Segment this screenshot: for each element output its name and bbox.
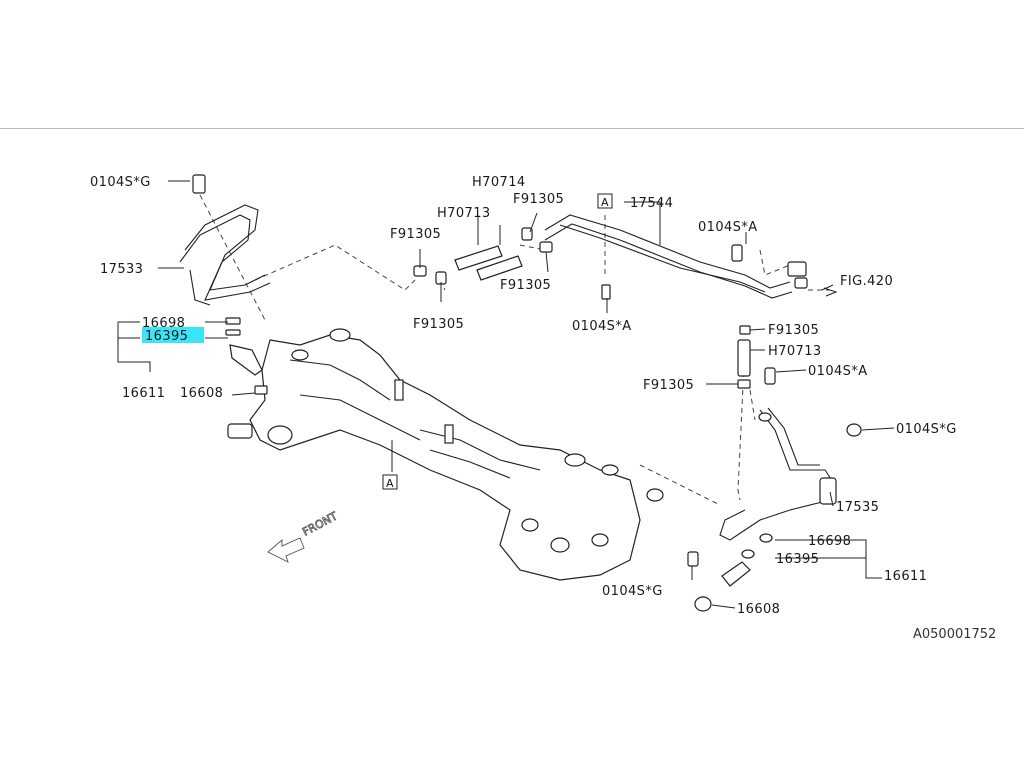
callout-h70713-right[interactable]: H70713 — [768, 344, 822, 359]
diagram-code: A050001752 — [913, 627, 996, 642]
ref-box-a-top — [597, 193, 613, 209]
callout-0104s-g-right[interactable]: 0104S*G — [896, 422, 957, 437]
header-divider — [0, 128, 1024, 129]
callout-16395-right[interactable]: 16395 — [776, 552, 819, 567]
fuel-rail-17535[interactable] — [719, 407, 837, 541]
arrow-right-icon — [823, 287, 838, 297]
small-parts[interactable] — [225, 227, 862, 612]
callout-0104s-g-bottom[interactable]: 0104S*G — [602, 584, 663, 599]
front-arrow-icon — [267, 537, 305, 563]
callout-16698-right[interactable]: 16698 — [808, 534, 851, 549]
callout-f91305-d[interactable]: F91305 — [413, 317, 464, 332]
fuel-pipe-17544[interactable] — [544, 214, 808, 299]
highlight-16395 — [142, 327, 204, 343]
callout-16698-left[interactable]: 16698 — [142, 316, 185, 331]
callout-17533[interactable]: 17533 — [100, 262, 143, 277]
callout-0104s-g-top[interactable]: 0104S*G — [90, 175, 151, 190]
callout-16395-left[interactable]: 16395 — [145, 329, 188, 344]
callout-16608-left[interactable]: 16608 — [180, 386, 223, 401]
callout-h70714[interactable]: H70714 — [472, 175, 526, 190]
callout-f91305-right2[interactable]: F91305 — [643, 378, 694, 393]
callout-0104s-a-top[interactable]: 0104S*A — [698, 220, 758, 235]
ref-a-top-label: A — [601, 196, 609, 209]
callout-fig420[interactable]: FIG.420 — [840, 274, 893, 289]
callout-17535[interactable]: 17535 — [836, 500, 879, 515]
callout-f91305-right1[interactable]: F91305 — [768, 323, 819, 338]
callout-h70713-top[interactable]: H70713 — [437, 206, 491, 221]
ref-a-mid-label: A — [386, 477, 394, 490]
callout-16608-right[interactable]: 16608 — [737, 602, 780, 617]
intake-manifold[interactable] — [227, 328, 664, 581]
fuel-pipe-17533[interactable] — [179, 174, 271, 306]
callout-f91305-a[interactable]: F91305 — [513, 192, 564, 207]
callout-f91305-c[interactable]: F91305 — [500, 278, 551, 293]
ref-box-a-mid — [382, 474, 398, 490]
front-label: FRONT — [300, 509, 340, 538]
callout-f91305-b[interactable]: F91305 — [390, 227, 441, 242]
callout-16611-left[interactable]: 16611 — [122, 386, 165, 401]
leader-lines — [117, 180, 895, 609]
callout-0104s-a-right[interactable]: 0104S*A — [808, 364, 868, 379]
callout-16611-right[interactable]: 16611 — [884, 569, 927, 584]
callout-0104s-a-mid[interactable]: 0104S*A — [572, 319, 632, 334]
callout-17544[interactable]: 17544 — [630, 196, 673, 211]
